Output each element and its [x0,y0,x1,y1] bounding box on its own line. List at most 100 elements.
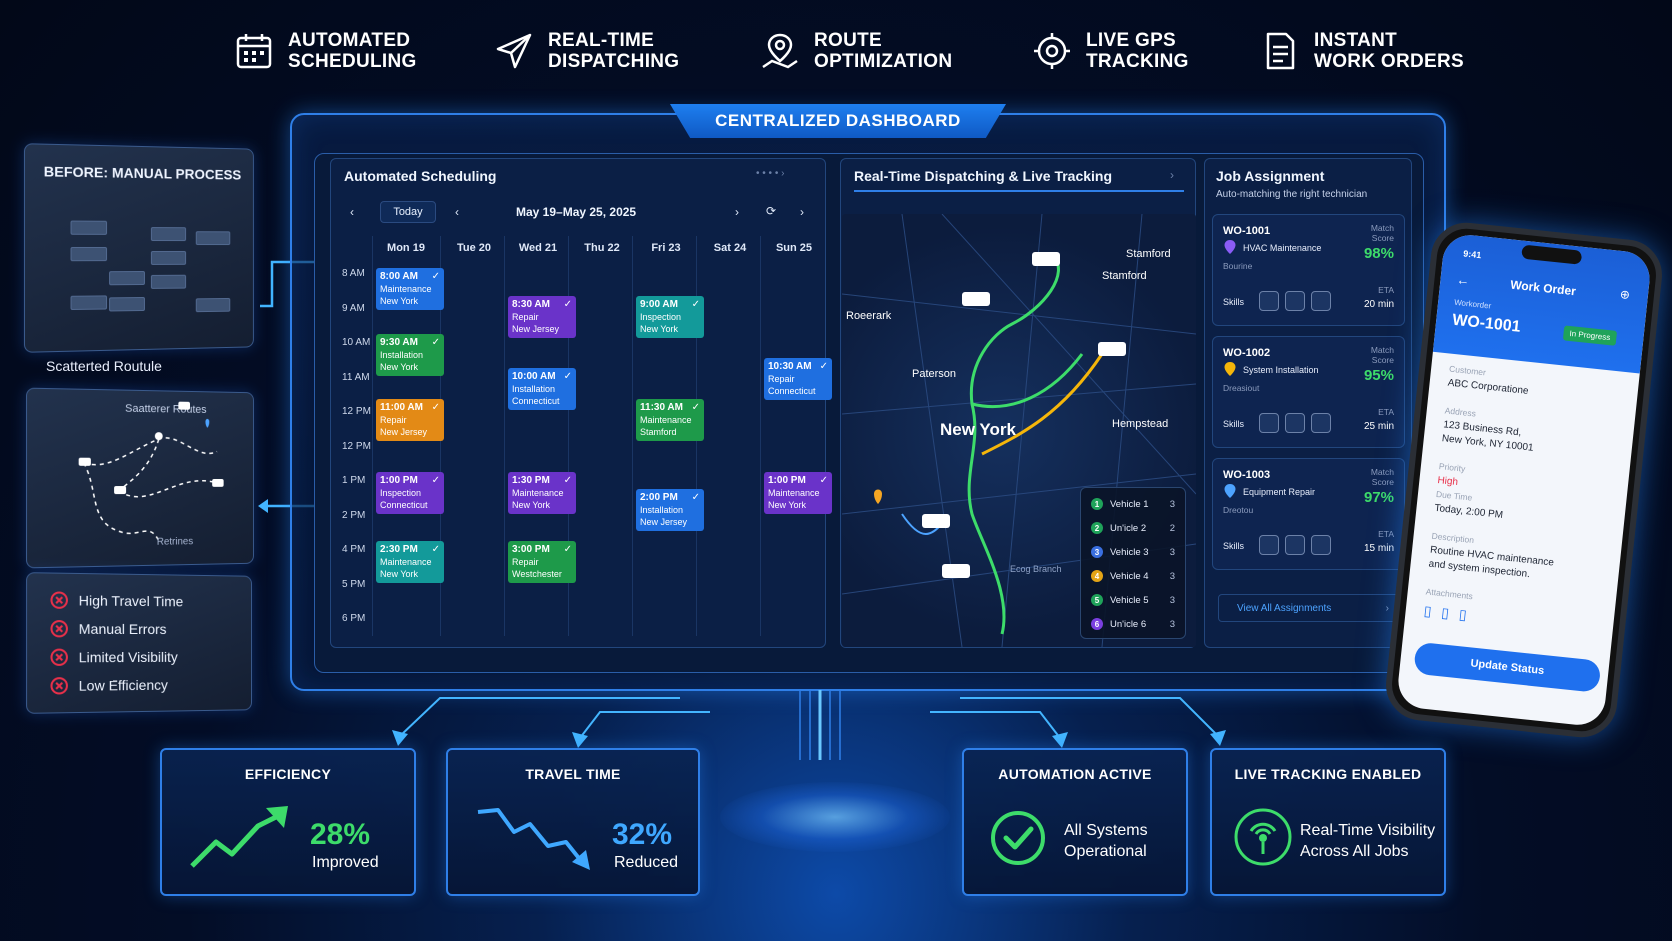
eta-value: 15 min [1363,543,1394,554]
day-header: Sat 24 [713,242,747,254]
time-label: 5 PM [342,578,366,590]
event-type: Installation [640,504,684,515]
time-label: 6 PM [342,613,366,624]
attachment-file-icons[interactable]: ▯▯▯ [1423,602,1478,624]
vehicle-dot: 3 [1091,546,1103,558]
vehicle-dot: 4 [1091,570,1103,582]
tracking-line-2: Across All Jobs [1300,843,1409,860]
calendar-column-line [568,236,569,636]
event-time: 10:30 AM [768,360,812,372]
phone-status-time: 9:41 [1462,248,1482,261]
city-label: Stamford [1102,270,1147,282]
vehicle-count: 2 [1169,522,1175,534]
range-next-button[interactable]: › [735,205,739,219]
event-type: Repair [768,373,795,384]
skill-icon [1259,291,1279,311]
view-all-assignments-link[interactable]: View All Assignments› [1218,594,1400,622]
time-label: 8 AM [342,268,365,279]
feature-label: REAL-TIME DISPATCHING [548,30,680,72]
vehicle-dot: 1 [1091,498,1103,510]
job-sub: Dreotou [1223,505,1254,515]
city-label: Roeerark [846,310,892,322]
skill-icon [1311,535,1331,555]
trend-down-icon [477,808,590,870]
today-button[interactable]: Today [380,201,436,223]
stat-title: AUTOMATION ACTIVE [998,766,1152,782]
feature-real-time-dispatching: REAL-TIME DISPATCHING [494,30,679,72]
back-arrow-icon[interactable]: ← [1455,271,1471,289]
customer-value: ABC Corporatione [1447,377,1530,397]
dispatch-expand-icon[interactable]: › [1170,168,1174,182]
check-icon: ✓ [819,360,828,372]
eta-label: ETA [1378,407,1394,417]
event-type: Inspection [380,487,422,498]
issue-label: Manual Errors [78,620,167,638]
map-roads [842,214,1196,647]
feature-label: ROUTE OPTIMIZATION [814,30,953,72]
match-label: Match [1370,345,1394,355]
event-location: New York [380,361,419,372]
skill-icon [1285,535,1305,555]
event-location: New York [512,499,551,510]
stat-title: TRAVEL TIME [525,766,621,782]
dashboard-title: CENTRALIZED DASHBOARD [670,104,1006,138]
event-location: Connecticut [512,396,560,407]
check-icon: ✓ [691,298,700,310]
phone-header-title: Work Order [1509,277,1577,299]
skills-label: Skills [1223,541,1245,551]
check-icon: ✓ [691,491,700,503]
cal-prev-button[interactable]: ‹ [350,205,354,219]
location-pin-icon [1224,240,1236,254]
phone-settings-icon[interactable]: ⊕ [1619,287,1631,303]
event-type: Inspection [640,311,682,322]
scatter-routes-label: Scatterted Routule [46,358,162,374]
scheduling-more-icon[interactable]: • • • • › [756,168,785,179]
event-time: 2:30 PM [380,543,418,555]
calendar-icon [236,34,272,69]
event-type: Maintenance [512,487,564,498]
check-icon: ✓ [431,336,440,348]
event-type: Maintenance [380,556,432,567]
scheduling-title: Automated Scheduling [344,168,497,184]
event-time: 9:00 AM [640,298,678,310]
event-time: 8:30 AM [512,298,550,310]
event-time: 11:00 AM [380,402,423,414]
check-icon: ✓ [563,543,572,555]
feature-live-gps-tracking: LIVE GPS TRACKING [1032,30,1189,72]
feature-label: INSTANT WORK ORDERS [1314,30,1465,72]
vehicle-count: 3 [1169,570,1175,582]
cal-next-button[interactable]: › [800,205,804,219]
update-status-button[interactable]: Update Status [1413,641,1602,693]
event-time: 8:00 AM [380,271,418,282]
send-icon [496,33,532,69]
refresh-icon[interactable]: ⟳ [766,204,777,218]
location-pin-icon [1224,484,1236,498]
error-x-icon [50,591,69,610]
range-prev-button[interactable]: ‹ [455,205,459,219]
event-type: Repair [512,556,539,567]
